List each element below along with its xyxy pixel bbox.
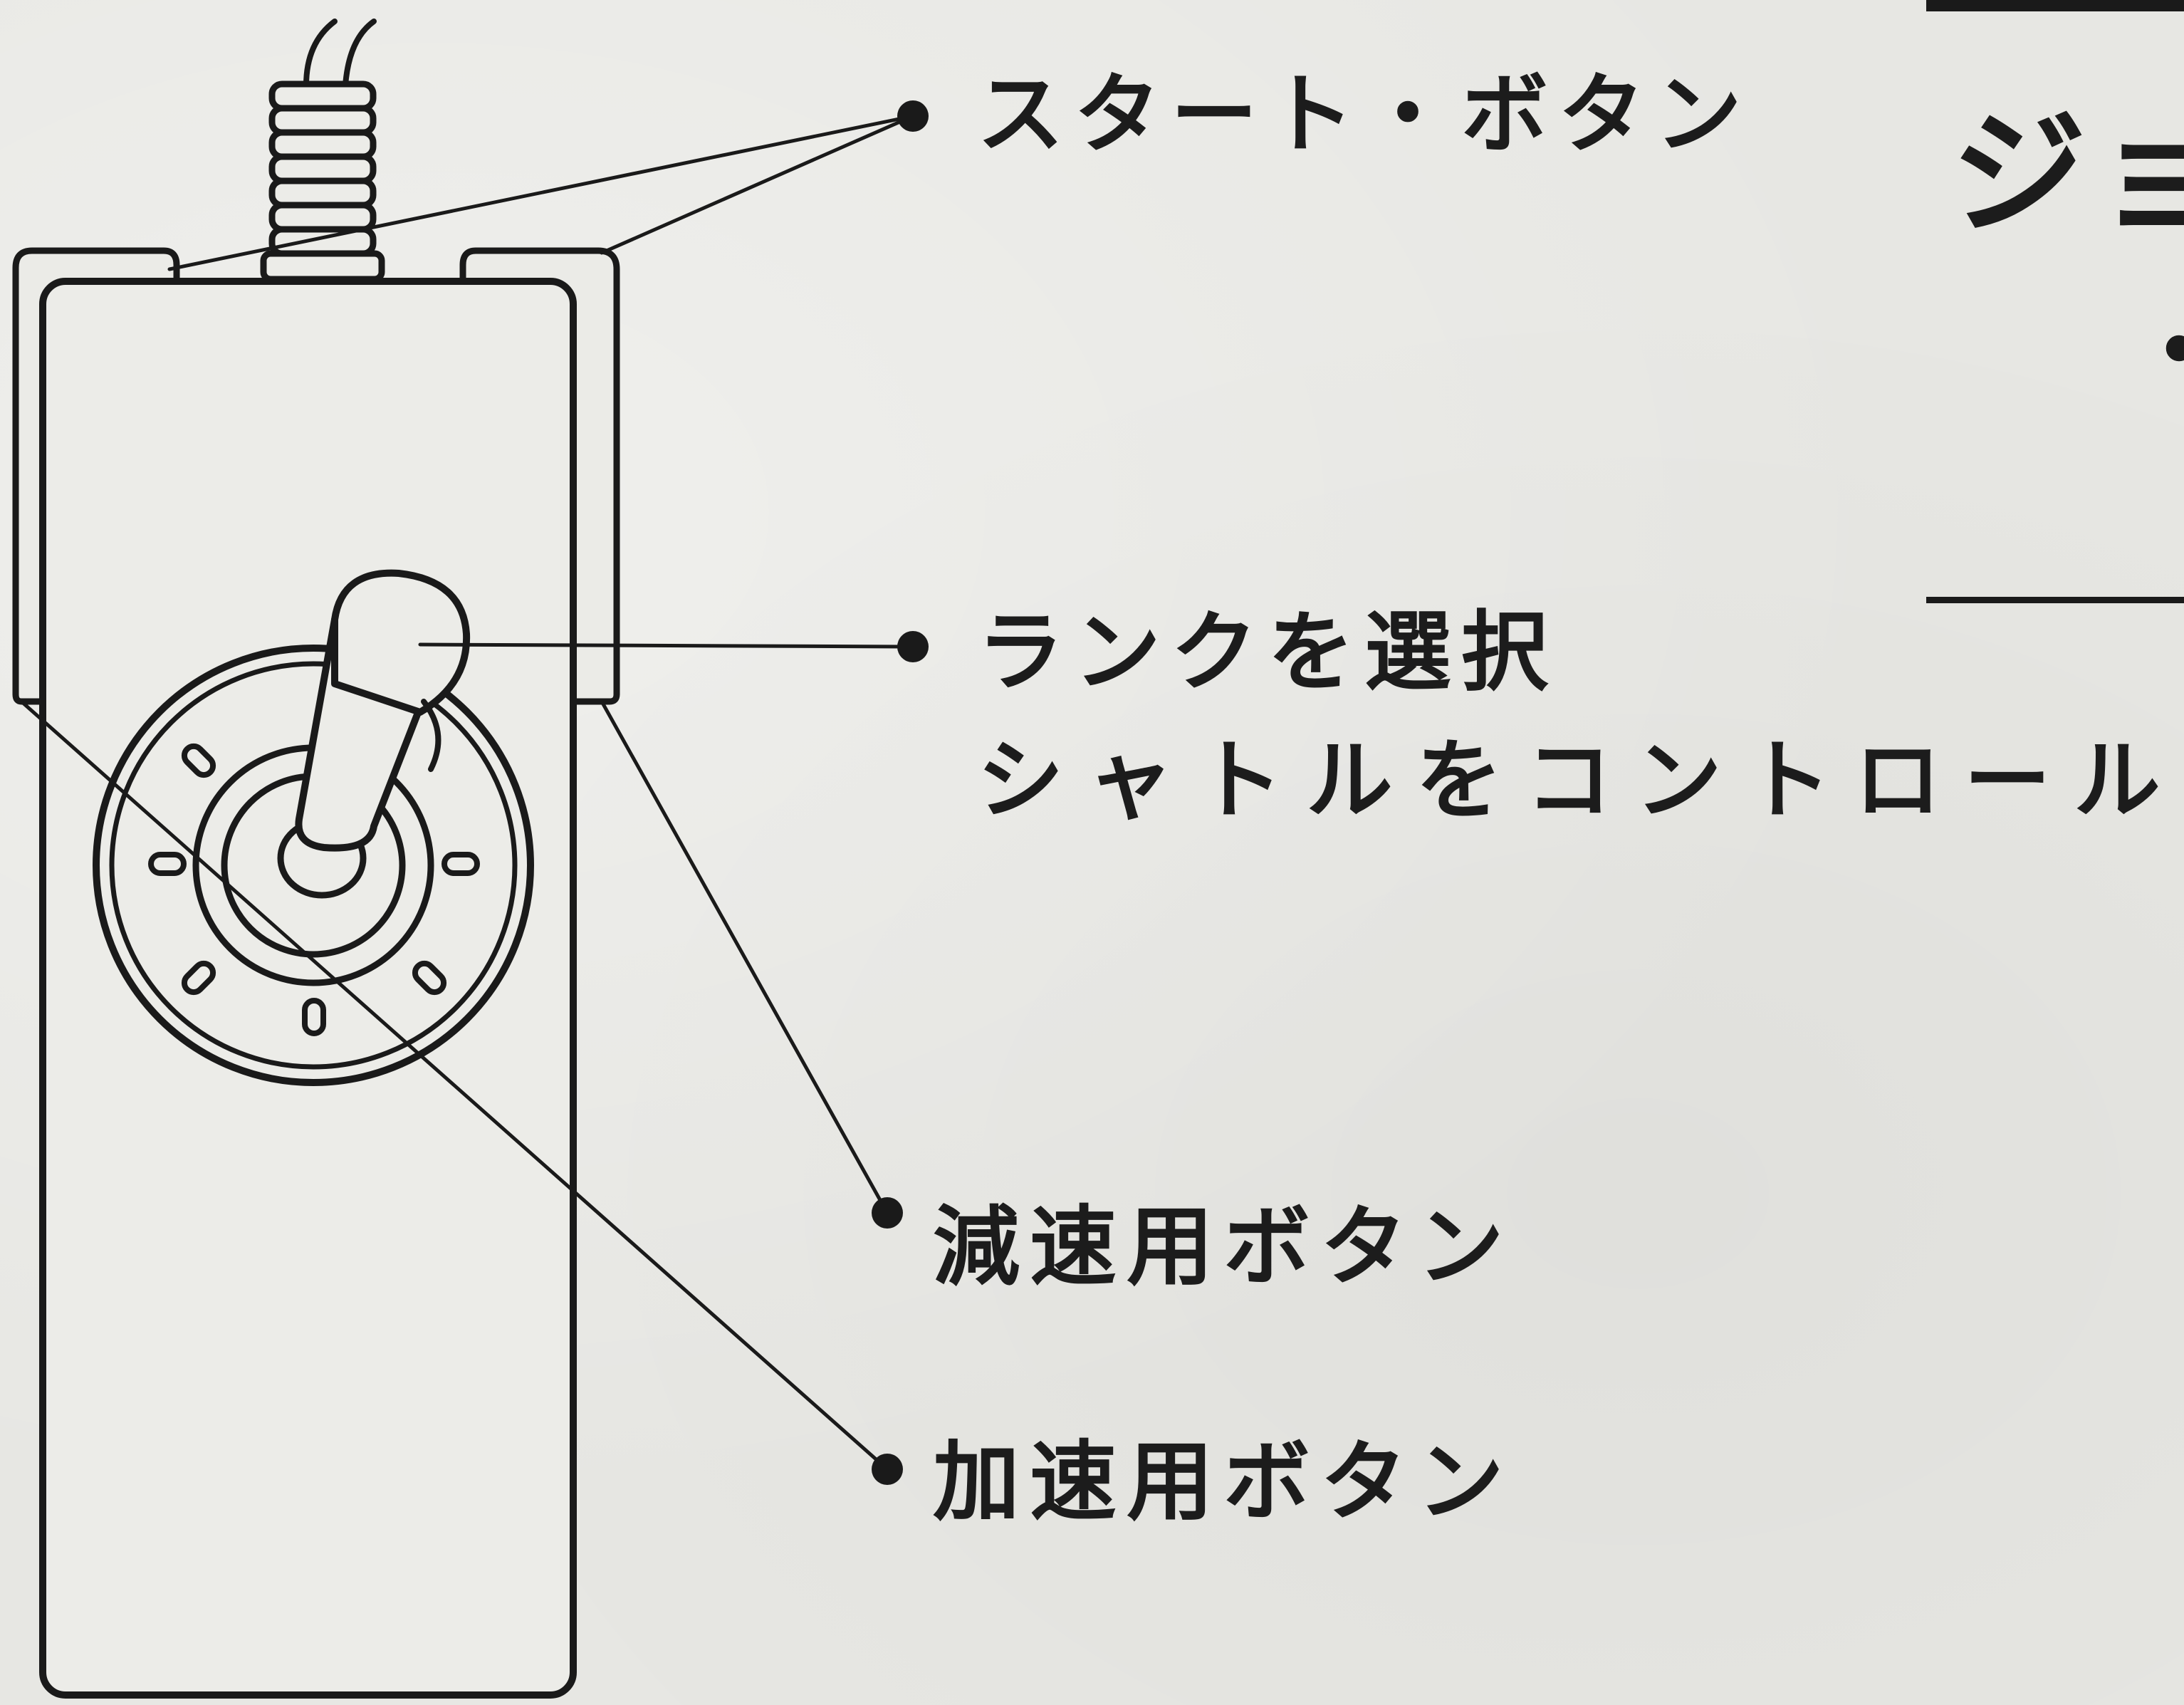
joystick-base-inner [109,661,518,1070]
cable-coil [260,80,385,283]
accelerate-button-label: 加速用ボタン [933,1432,1514,1533]
accelerate-pointer-dot [872,1454,903,1485]
leader-lines [19,114,915,1471]
joystick-knob [331,569,471,716]
start-button-pointer-dot [897,100,929,132]
joystick-knob-side [421,699,441,772]
select-rank-label: ランクを選択 [977,602,1558,703]
control-shuttle-label: シャトルをコントロール [977,730,2183,831]
start-button-label: スタート・ボタン [977,64,1752,165]
rank-pointer-dot [897,631,929,662]
title-partial-line2: ・ [2126,299,2184,406]
title-rule-top [1926,0,2184,11]
decelerate-pointer-dot [872,1197,903,1229]
cable [303,19,338,88]
cable-2 [343,19,377,88]
title-rule-bottom [1926,597,2184,603]
rank-markers [148,743,480,1036]
decelerate-button-label: 減速用ボタン [933,1196,1514,1298]
title-partial: ジョ [1951,95,2184,253]
